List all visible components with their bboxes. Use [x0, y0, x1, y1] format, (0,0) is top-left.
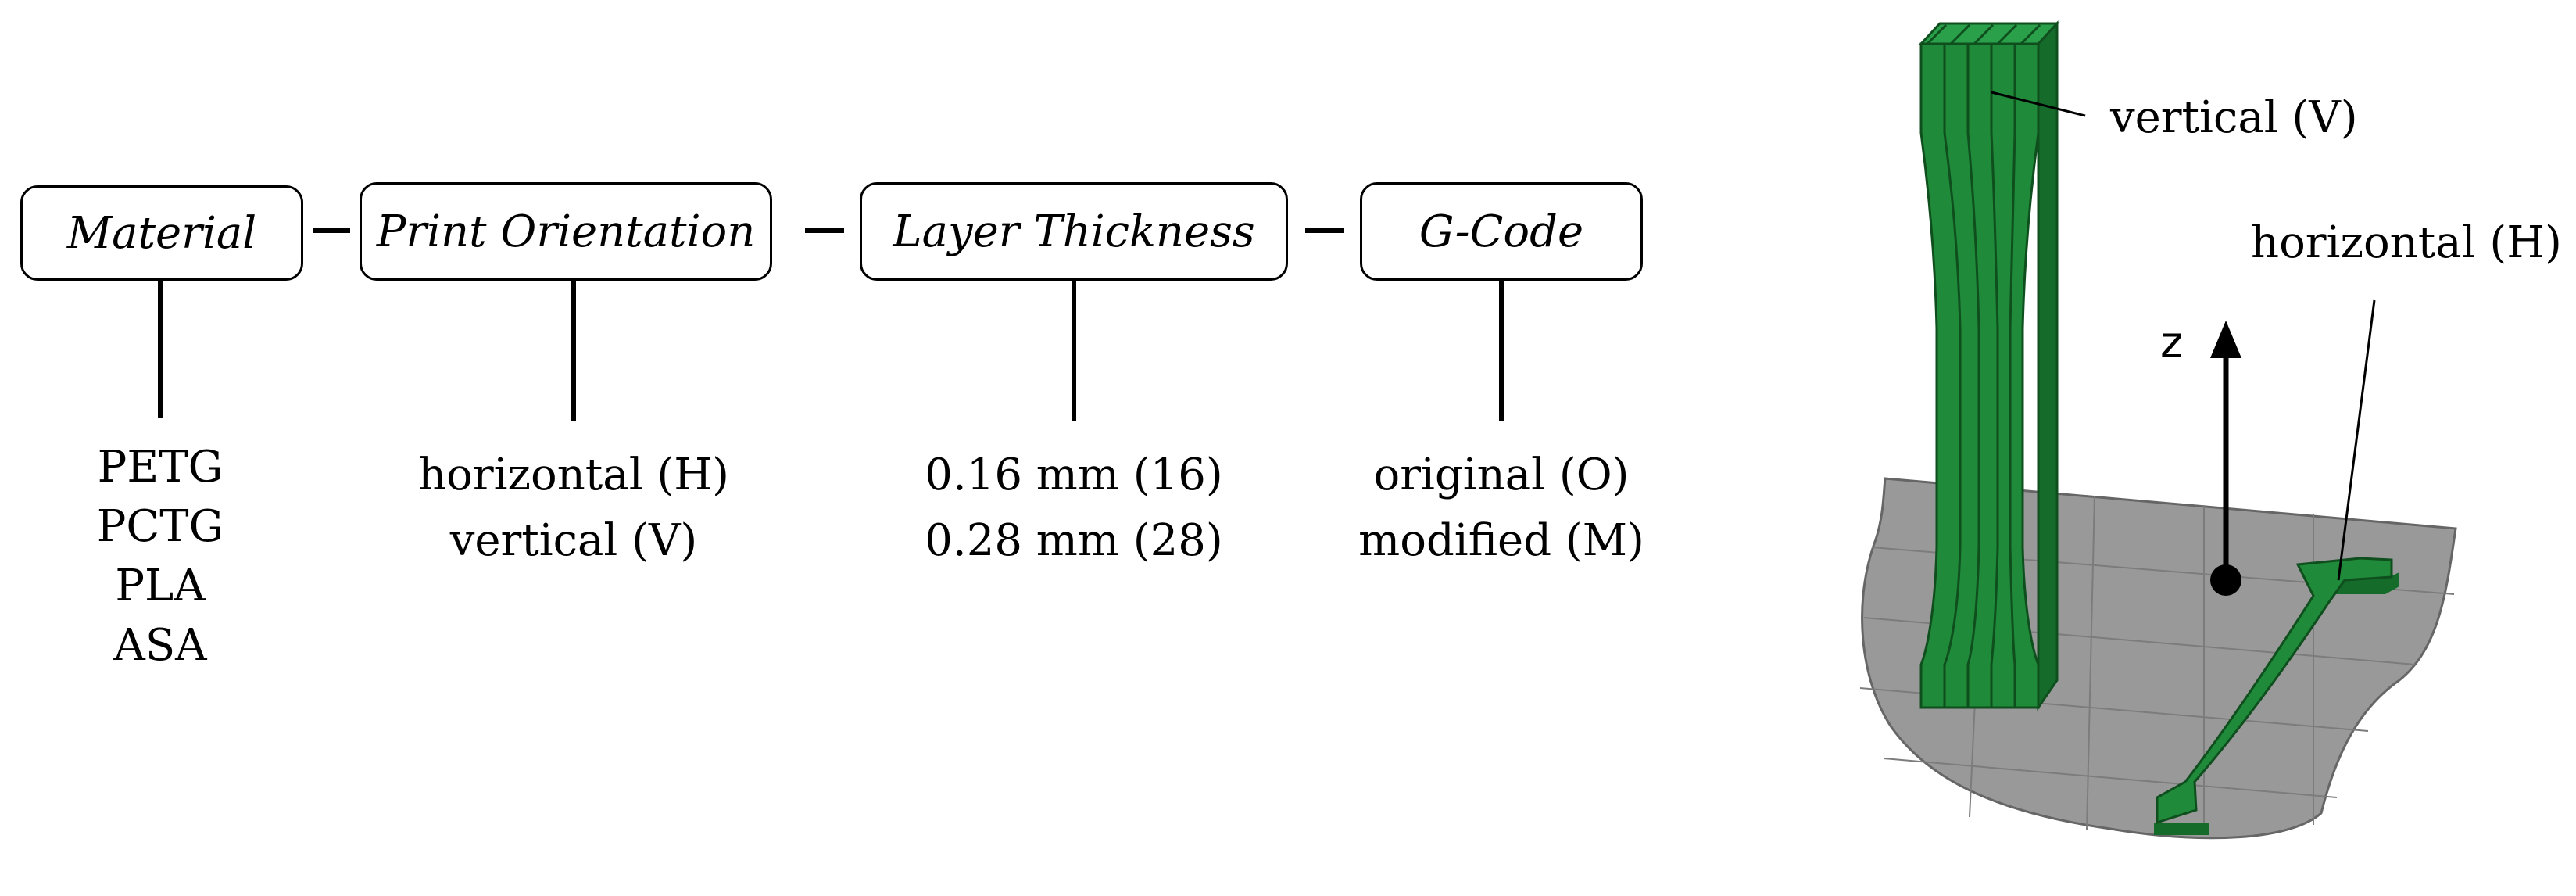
- factor-title-print-orientation: Print Orientation: [376, 206, 756, 257]
- factor-box-g-code: G-Code: [1360, 182, 1643, 281]
- label-z-axis: z: [2160, 317, 2184, 368]
- z-axis: [2210, 321, 2241, 596]
- factor-title-material: Material: [66, 207, 257, 259]
- stem-g-code: [1499, 281, 1504, 421]
- factor-box-material: Material: [20, 185, 303, 281]
- leader-horizontal: [2337, 299, 2376, 581]
- option-028mm: 0.28 mm (28): [925, 515, 1223, 566]
- option-vertical: vertical (V): [449, 515, 698, 566]
- label-horizontal: horizontal (H): [2251, 217, 2562, 268]
- options-layer-thickness: 0.16 mm (16) 0.28 mm (28): [925, 443, 1222, 574]
- option-016mm: 0.16 mm (16): [925, 450, 1223, 500]
- option-horizontal: horizontal (H): [418, 450, 729, 500]
- options-print-orientation: horizontal (H) vertical (V): [418, 443, 729, 574]
- option-pctg: PCTG: [96, 501, 224, 552]
- options-g-code: original (O) modified (M): [1358, 443, 1644, 574]
- option-petg: PETG: [97, 442, 224, 493]
- stem-print-orientation: [571, 281, 576, 421]
- option-pla: PLA: [115, 561, 206, 611]
- factor-box-print-orientation: Print Orientation: [360, 182, 772, 281]
- connector-material-orientation: [313, 228, 350, 233]
- connector-orientation-thickness: [805, 228, 844, 233]
- option-modified: modified (M): [1358, 515, 1644, 566]
- label-vertical: vertical (V): [2110, 92, 2358, 143]
- stem-material: [158, 281, 163, 418]
- option-original: original (O): [1373, 450, 1630, 500]
- options-material: PETG PCTG PLA ASA: [97, 438, 224, 676]
- horizontal-specimen: [2154, 557, 2399, 835]
- leader-vertical: [1991, 91, 2086, 117]
- vertical-specimens: [1918, 20, 2060, 711]
- option-asa: ASA: [113, 620, 207, 671]
- stem-layer-thickness: [1072, 281, 1076, 421]
- connector-thickness-gcode: [1305, 228, 1344, 233]
- factor-title-layer-thickness: Layer Thickness: [893, 206, 1255, 257]
- factor-title-g-code: G-Code: [1419, 206, 1584, 257]
- factor-box-layer-thickness: Layer Thickness: [860, 182, 1288, 281]
